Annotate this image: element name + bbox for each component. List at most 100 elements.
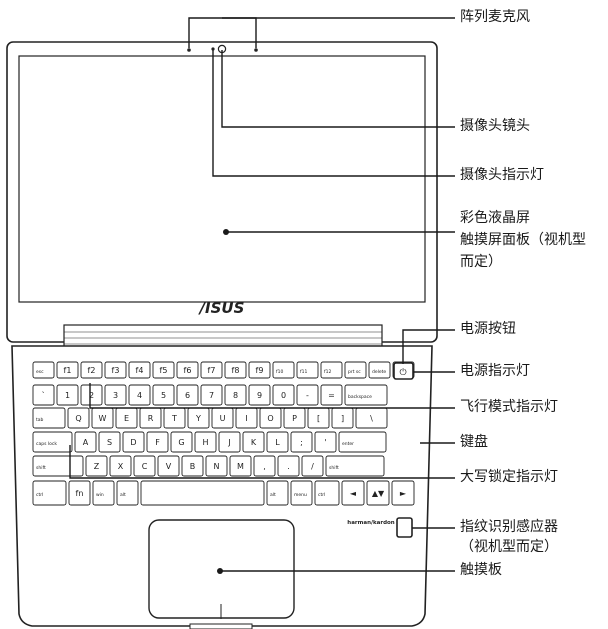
key-r4-k0[interactable]: shift [32, 455, 84, 477]
key-r0-k0[interactable]: esc [32, 361, 55, 379]
key-r4-k9[interactable]: . [277, 455, 300, 477]
key-label: Q [75, 414, 81, 423]
key-r3-k10[interactable]: ; [290, 431, 313, 453]
key-r4-k1[interactable]: Z [85, 455, 108, 477]
key-label: C [142, 462, 148, 471]
key-r2-k10[interactable]: P [283, 407, 306, 429]
key-r5-k2[interactable]: win [92, 480, 115, 506]
key-r1-k2[interactable]: 2 [80, 384, 103, 406]
key-label: enter [342, 441, 354, 447]
key-r2-k0[interactable]: tab [32, 407, 66, 429]
key-r5-k3[interactable]: alt [116, 480, 139, 506]
key-r1-k5[interactable]: 5 [152, 384, 175, 406]
key-r5-k5[interactable]: alt [266, 480, 289, 506]
key-label: f8 [232, 366, 240, 375]
base-front-notch [189, 623, 253, 629]
key-r4-k3[interactable]: C [133, 455, 156, 477]
key-r3-k6[interactable]: H [194, 431, 217, 453]
key-r0-k4[interactable]: f4 [128, 361, 151, 379]
key-r1-k9[interactable]: 9 [248, 384, 271, 406]
key-r5-k8[interactable]: ◄ [341, 480, 365, 506]
key-r2-k13[interactable]: \ [355, 407, 388, 429]
key-r3-k12[interactable]: enter [338, 431, 387, 453]
key-label: - [306, 391, 309, 400]
key-r5-k9[interactable]: ▲▼ [366, 480, 390, 506]
key-r4-k5[interactable]: B [181, 455, 204, 477]
key-r5-k0[interactable]: ctrl [32, 480, 67, 506]
key-label: Y [195, 414, 201, 423]
key-r2-k12[interactable]: ] [331, 407, 354, 429]
key-r5-k6[interactable]: menu [290, 480, 313, 506]
key-r0-k14[interactable]: delete [368, 361, 391, 379]
key-r4-k11[interactable]: shift [325, 455, 385, 477]
key-r2-k8[interactable]: I [235, 407, 258, 429]
key-r0-k5[interactable]: f5 [152, 361, 175, 379]
key-r1-k6[interactable]: 6 [176, 384, 199, 406]
key-r5-k10[interactable]: ► [391, 480, 415, 506]
key-r2-k6[interactable]: Y [187, 407, 210, 429]
key-r1-k10[interactable]: 0 [272, 384, 295, 406]
key-r0-k12[interactable]: f12 [320, 361, 343, 379]
key-label: 8 [233, 391, 238, 400]
key-r4-k10[interactable]: / [301, 455, 324, 477]
key-r4-k4[interactable]: V [157, 455, 180, 477]
key-r0-k7[interactable]: f7 [200, 361, 223, 379]
key-r4-k8[interactable]: , [253, 455, 276, 477]
fingerprint-sensor[interactable] [396, 517, 413, 538]
key-label: ; [300, 438, 303, 447]
key-r2-k3[interactable]: E [115, 407, 138, 429]
key-r3-k7[interactable]: J [218, 431, 241, 453]
key-label: L [275, 438, 280, 447]
key-label: A [83, 438, 89, 447]
key-r5-k4[interactable] [140, 480, 265, 506]
key-r1-k3[interactable]: 3 [104, 384, 127, 406]
label-camera-lens: 摄像头镜头 [460, 118, 530, 134]
key-r2-k11[interactable]: [ [307, 407, 330, 429]
key-r2-k7[interactable]: U [211, 407, 234, 429]
key-r0-k8[interactable]: f8 [224, 361, 247, 379]
key-r1-k8[interactable]: 8 [224, 384, 247, 406]
key-label: f6 [184, 366, 192, 375]
key-r0-k3[interactable]: f3 [104, 361, 127, 379]
key-r1-k11[interactable]: - [296, 384, 319, 406]
key-r4-k6[interactable]: N [205, 455, 228, 477]
key-r3-k4[interactable]: F [146, 431, 169, 453]
key-r3-k8[interactable]: K [242, 431, 265, 453]
key-r3-k3[interactable]: D [122, 431, 145, 453]
key-r1-k7[interactable]: 7 [200, 384, 223, 406]
key-r4-k7[interactable]: M [229, 455, 252, 477]
key-label: ] [341, 414, 344, 423]
key-r2-k4[interactable]: R [139, 407, 162, 429]
key-r1-k0[interactable]: ` [32, 384, 55, 406]
key-r3-k1[interactable]: A [74, 431, 97, 453]
key-r1-k12[interactable]: = [320, 384, 343, 406]
key-r2-k1[interactable]: Q [67, 407, 90, 429]
key-r0-k6[interactable]: f6 [176, 361, 199, 379]
key-label: 0 [281, 391, 286, 400]
key-r0-k10[interactable]: f10 [272, 361, 295, 379]
key-r0-k1[interactable]: f1 [56, 361, 79, 379]
key-label: 7 [209, 391, 214, 400]
label-fingerprint-1: 指纹识别感应器 [460, 519, 558, 535]
key-r0-k9[interactable]: f9 [248, 361, 271, 379]
key-r3-k5[interactable]: G [170, 431, 193, 453]
key-r2-k5[interactable]: T [163, 407, 186, 429]
key-r1-k4[interactable]: 4 [128, 384, 151, 406]
key-r5-k1[interactable]: fn [68, 480, 91, 506]
key-r4-k2[interactable]: X [109, 455, 132, 477]
key-r0-k11[interactable]: f11 [296, 361, 319, 379]
key-r0-k2[interactable]: f2 [80, 361, 103, 379]
key-r2-k9[interactable]: O [259, 407, 282, 429]
power-icon: ⏻ [399, 367, 406, 378]
key-r1-k1[interactable]: 1 [56, 384, 79, 406]
key-r1-k13[interactable]: backspace [344, 384, 388, 406]
key-r0-k13[interactable]: prt sc [344, 361, 367, 379]
key-label: esc [36, 370, 44, 375]
key-r3-k0[interactable]: caps lock [32, 431, 73, 453]
key-r3-k2[interactable]: S [98, 431, 121, 453]
key-r3-k9[interactable]: L [266, 431, 289, 453]
key-r2-k2[interactable]: W [91, 407, 114, 429]
key-r3-k11[interactable]: ' [314, 431, 337, 453]
key-r5-k7[interactable]: ctrl [314, 480, 340, 506]
